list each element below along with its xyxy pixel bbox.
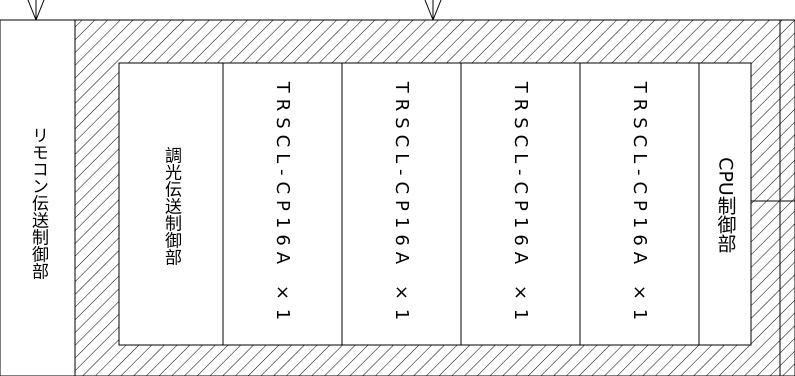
left-panel-box	[0, 19, 76, 376]
cpu-panel-label: CPU制御部	[715, 157, 737, 253]
module-label-4: TRSCL-CP16A ×1	[629, 81, 650, 327]
left-panel-label: リモコン伝送制御部	[28, 127, 49, 280]
dimming-panel-label: 調光伝送制御部	[161, 146, 182, 265]
arrow-left-icon	[27, 0, 45, 21]
module-label-1: TRSCL-CP16A ×1	[272, 81, 293, 327]
module-label-3: TRSCL-CP16A ×1	[510, 81, 531, 327]
module-label-2: TRSCL-CP16A ×1	[391, 81, 412, 327]
inner-area	[118, 62, 752, 346]
arrow-center-icon	[424, 0, 442, 21]
